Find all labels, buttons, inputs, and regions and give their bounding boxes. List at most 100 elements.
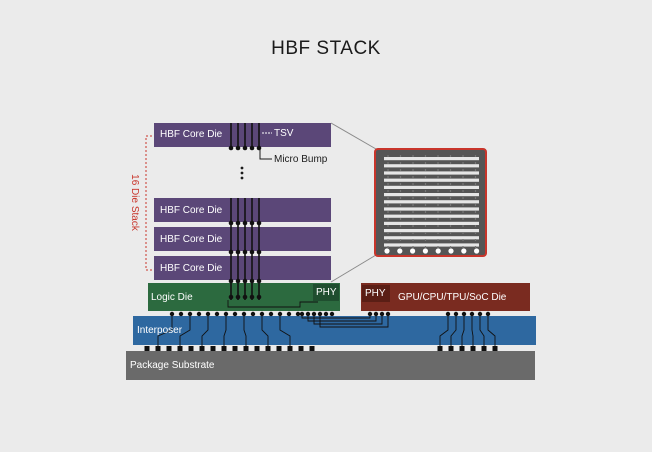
- interposer-bump: [286, 311, 292, 317]
- interposer-bump: [311, 311, 317, 317]
- micro-bump: [235, 249, 241, 255]
- interposer-bump: [295, 311, 301, 317]
- wire-group: [157, 300, 496, 346]
- interposer-bump: [187, 311, 193, 317]
- interposer-bump: [232, 311, 238, 317]
- die-stack-label: 16 Die Stack: [128, 174, 140, 231]
- micro-bump: [228, 294, 234, 300]
- core-die-label-2: HBF Core Die: [160, 205, 223, 216]
- interposer-bump: [214, 311, 220, 317]
- phy-bridge-wire: [319, 316, 389, 328]
- substrate-bump: [265, 346, 271, 351]
- micro-bump: [249, 294, 255, 300]
- zoom-bump: [410, 248, 416, 254]
- interposer-bump: [373, 311, 379, 317]
- micro-bump: [235, 220, 241, 226]
- substrate-bump: [309, 346, 315, 351]
- zoom-bump: [384, 248, 390, 254]
- logic-phy-label: PHY: [316, 287, 337, 298]
- zoom-layer: [384, 229, 479, 233]
- zoom-layer: [384, 243, 479, 247]
- substrate-bump: [459, 346, 465, 351]
- core-die-4: [154, 256, 331, 280]
- interposer-bump: [367, 311, 373, 317]
- zoom-layer: [384, 214, 479, 218]
- phy-bridge-wire: [301, 316, 371, 319]
- micro-bump: [228, 220, 234, 226]
- interposer-bump: [299, 311, 305, 317]
- core-die-top: [154, 123, 331, 147]
- interposer-wire: [279, 316, 291, 346]
- substrate-bump: [232, 346, 238, 351]
- interposer-bump: [379, 311, 385, 317]
- interposer-bump: [329, 311, 335, 317]
- die-stack-bracket: [145, 135, 152, 271]
- interposer-bump: [485, 311, 491, 317]
- substrate-bump: [188, 346, 194, 351]
- stack-ellipsis-dot: [240, 166, 244, 170]
- micro-bump: [249, 220, 255, 226]
- substrate-bump: [166, 346, 172, 351]
- zoom-bump: [474, 248, 480, 254]
- substrate-bump: [243, 346, 249, 351]
- micro-bump: [256, 220, 262, 226]
- interposer-bump: [385, 311, 391, 317]
- interposer-bump: [323, 311, 329, 317]
- phy-bridge-wire: [313, 316, 383, 325]
- substrate-bump: [155, 346, 161, 351]
- micro-bump: [228, 249, 234, 255]
- core-die-label-3: HBF Core Die: [160, 234, 223, 245]
- micro-bump: [249, 278, 255, 284]
- interposer-wire: [201, 316, 209, 346]
- substrate-bump: [492, 346, 498, 351]
- core-die-2: [154, 198, 331, 222]
- interposer-bump: [250, 311, 256, 317]
- zoom-bump: [448, 248, 454, 254]
- substrate-bump: [481, 346, 487, 351]
- interposer-bump: [277, 311, 283, 317]
- zoom-layer: [384, 236, 479, 240]
- zoom-layer: [384, 164, 479, 168]
- interposer-wire: [479, 316, 485, 346]
- micro-bump-label: Micro Bump: [274, 154, 328, 165]
- micro-bump: [249, 145, 255, 151]
- interposer-wire: [157, 316, 173, 346]
- interposer-wire: [223, 316, 227, 346]
- zoom-layer: [384, 221, 479, 225]
- interposer-bump: [259, 311, 265, 317]
- zoom-grid: [384, 155, 480, 254]
- logic-wire: [227, 300, 318, 308]
- package-substrate-label: Package Substrate: [130, 360, 215, 371]
- zoom-layer: [384, 207, 479, 211]
- substrate-bump: [221, 346, 227, 351]
- core-die-label-4: HBF Core Die: [160, 263, 223, 274]
- micro-bump: [235, 145, 241, 151]
- interposer-wire: [450, 316, 457, 346]
- zoom-line-bottom: [330, 254, 377, 283]
- zoom-bump: [422, 248, 428, 254]
- package-substrate: [126, 351, 535, 380]
- substrate-bump: [298, 346, 304, 351]
- micro-bump: [242, 294, 248, 300]
- interposer-bump: [469, 311, 475, 317]
- micro-bump: [242, 220, 248, 226]
- stack-ellipsis-dot: [240, 176, 244, 180]
- micro-bump: [242, 145, 248, 151]
- substrate-bump: [144, 346, 150, 351]
- interposer-bump: [241, 311, 247, 317]
- substrate-bump: [448, 346, 454, 351]
- substrate-bump: [254, 346, 260, 351]
- zoom-bump: [397, 248, 403, 254]
- micro-bump: [242, 249, 248, 255]
- interposer-bump: [445, 311, 451, 317]
- interposer-bump: [317, 311, 323, 317]
- interposer-bump: [305, 311, 311, 317]
- zoom-layer: [384, 178, 479, 182]
- logic-die-label: Logic Die: [151, 292, 193, 303]
- interposer-bump: [461, 311, 467, 317]
- phy-bridge-wire: [307, 316, 377, 322]
- processor-die-label: GPU/CPU/TPU/SoC Die: [398, 292, 507, 303]
- interposer-bump: [477, 311, 483, 317]
- interposer-bump: [268, 311, 274, 317]
